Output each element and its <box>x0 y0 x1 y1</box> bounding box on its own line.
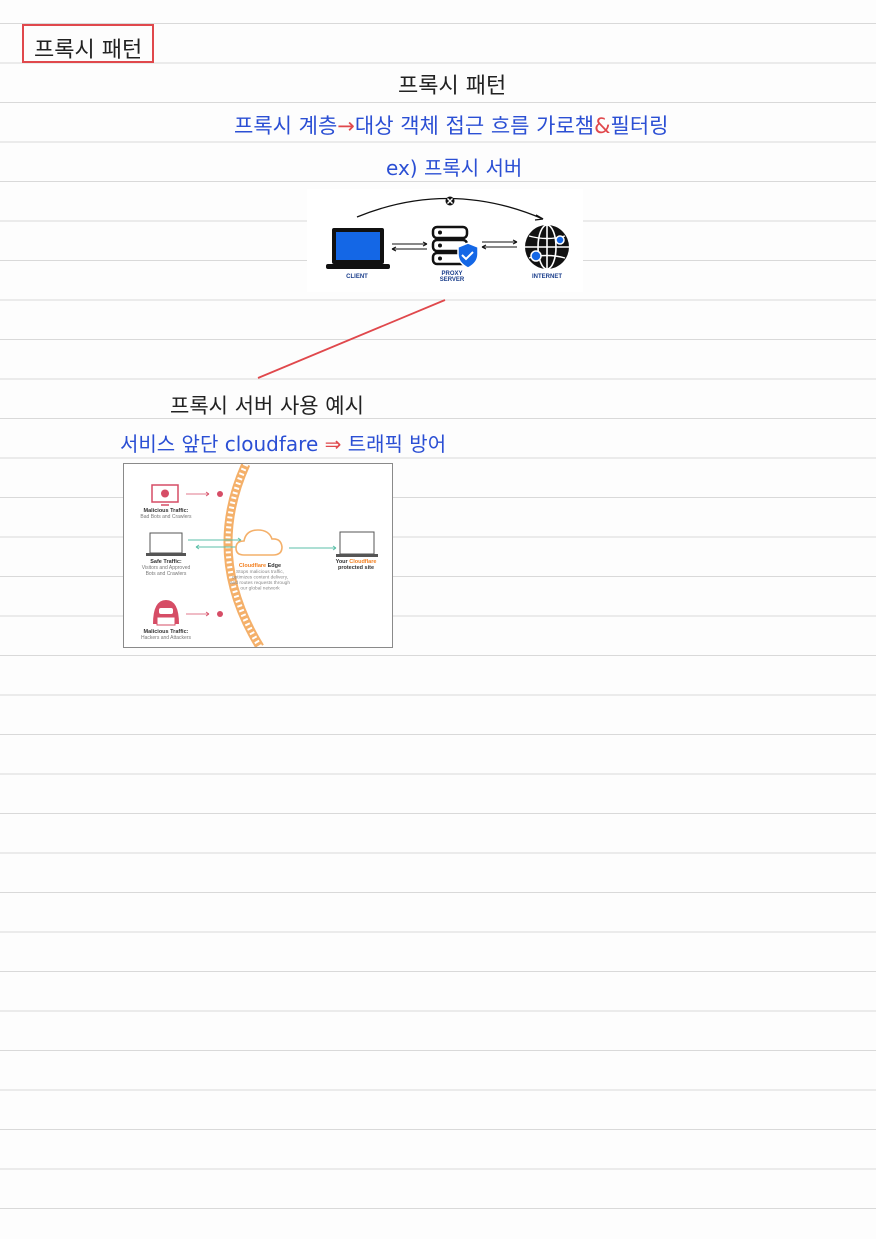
bot-monitor-icon <box>151 484 179 506</box>
edge-title-rest: Edge <box>266 563 281 569</box>
blocked-x <box>447 198 453 204</box>
arrow-right-2 <box>482 239 518 245</box>
blocked-dot-1 <box>217 491 223 497</box>
check-icon <box>461 251 474 261</box>
laptop-base <box>326 264 390 269</box>
blocked-arrowhead-1 <box>205 491 210 497</box>
malicious2-title: Malicious Traffic: <box>144 629 189 635</box>
site-brand: Cloudflare <box>349 559 376 565</box>
safe-arrow-out <box>195 544 241 550</box>
arrow-right-1 <box>392 241 428 247</box>
proxy-diagram: CLIENT PROXY SERVER INTERNET <box>307 189 583 292</box>
heading: 프록시 패턴 <box>398 74 507 99</box>
edge-title: Cloudflare Edge <box>239 563 281 569</box>
proxy-label-2: SERVER <box>440 277 465 283</box>
site-laptop-icon <box>336 531 378 557</box>
note-line-4-part2: 트래픽 방어 <box>347 432 447 456</box>
safe-laptop-icon <box>146 532 186 556</box>
arrow-left-1 <box>391 246 427 252</box>
cloudflare-diagram: Malicious Traffic: Bad Bots and Crawlers… <box>123 462 393 650</box>
edge-desc-1: Stops malicious traffic, <box>236 569 284 575</box>
note-line-2: ex) 프록시 서버 <box>386 156 523 180</box>
title-box-text: 프록시 패턴 <box>34 38 143 63</box>
edge-desc-2: optimizes content delivery, <box>232 575 288 581</box>
edge-to-site-arrow <box>289 545 337 551</box>
red-ampersand: & <box>594 114 611 138</box>
safe-sub-1: Visitors and Approved <box>142 565 191 571</box>
globe-icon <box>525 224 569 270</box>
blocked-dot-2 <box>217 611 223 617</box>
note-line-4-part1: 서비스 앞단 cloudfare <box>120 432 319 456</box>
site-your: Your <box>336 559 350 565</box>
red-arrow: → <box>337 114 355 138</box>
client-label: CLIENT <box>346 274 368 280</box>
note-line-1: 프록시 계층→대상 객체 접근 흐름 가로챔&필터링 <box>234 110 668 140</box>
proxy-diagram-svg: CLIENT PROXY SERVER INTERNET <box>326 196 569 283</box>
site-rest: protected site <box>338 565 374 571</box>
note-line-3: 프록시 서버 사용 예시 <box>170 394 364 418</box>
red-connector-line <box>257 299 446 379</box>
safe-sub-2: Bots and Crawlers <box>146 571 187 577</box>
safe-title: Safe Traffic: <box>150 559 182 565</box>
cloudflare-diagram-svg: Malicious Traffic: Bad Bots and Crawlers… <box>140 462 378 650</box>
edge-desc-4: our global network <box>240 586 280 592</box>
blocked-arrowhead-2 <box>205 611 210 617</box>
malicious1-sub: Bad Bots and Crawlers <box>140 514 192 520</box>
safe-arrow-in <box>188 537 242 543</box>
shield-icon <box>457 242 479 269</box>
malicious2-sub: Hackers and Attackers <box>141 635 192 641</box>
edge-brand: Cloudflare <box>239 563 266 569</box>
malicious1-title: Malicious Traffic: <box>144 508 189 514</box>
note-line-1-part2: 대상 객체 접근 흐름 가로챔 <box>354 114 595 138</box>
arc-arrowhead <box>534 214 544 221</box>
hacker-icon <box>153 600 179 626</box>
laptop-screen <box>336 232 380 260</box>
title-box: 프록시 패턴 <box>22 24 154 63</box>
cloud-icon <box>235 529 283 556</box>
network-arc-hatch <box>225 462 263 649</box>
note-line-1-part1: 프록시 계층 <box>234 114 338 138</box>
note-line-4: 서비스 앞단 cloudfare ⇒ 트래픽 방어 <box>120 428 446 457</box>
site-title: Your Cloudflare <box>336 559 377 565</box>
red-double-arrow: ⇒ <box>324 432 342 456</box>
edge-desc-3: and routes requests through <box>230 580 290 586</box>
proxy-label-1: PROXY <box>441 271 462 277</box>
note-line-1-part3: 필터링 <box>610 114 669 138</box>
internet-label: INTERNET <box>532 274 562 280</box>
arrow-left-2 <box>481 244 517 250</box>
